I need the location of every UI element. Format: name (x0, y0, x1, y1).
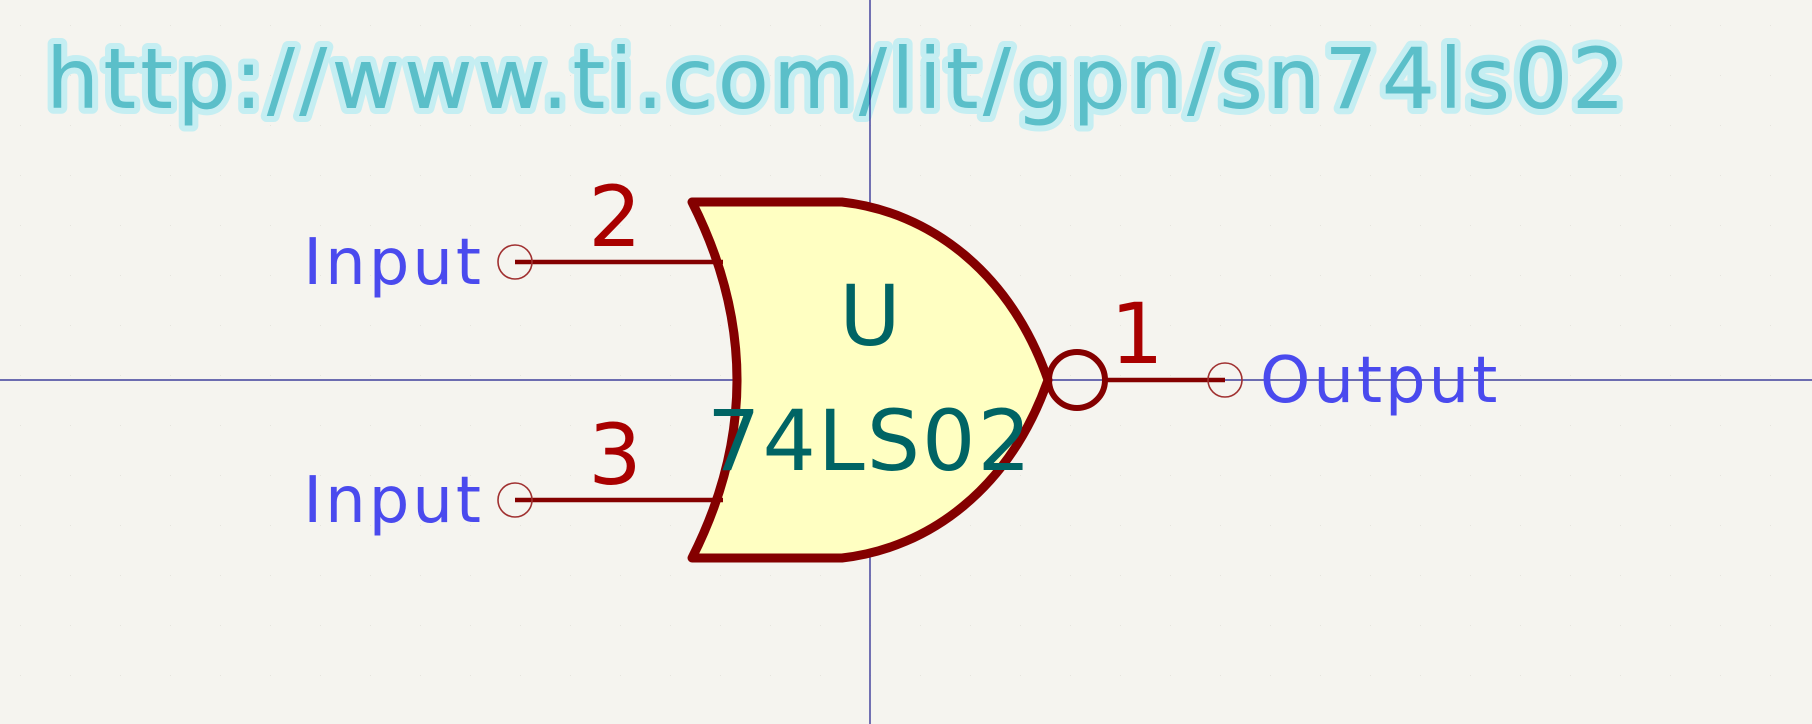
pin-3-number: 3 (588, 406, 641, 504)
symbol-value[interactable]: 74LS02 (707, 392, 1033, 490)
pin-3-endpoint[interactable] (497, 482, 533, 518)
pin-3-name: Input (303, 464, 484, 538)
pin-2-endpoint[interactable] (497, 244, 533, 280)
symbol-reference[interactable]: U (839, 267, 900, 365)
gate-body[interactable] (687, 197, 1053, 563)
datasheet-url-halo: http://www.ti.com/lit/gpn/sn74ls02 (46, 30, 1629, 128)
pin-1-name: Output (1260, 344, 1500, 418)
pin-1-endpoint[interactable] (1207, 362, 1243, 398)
pin-2-number: 2 (588, 168, 641, 266)
pin-1-number: 1 (1110, 285, 1163, 383)
pin-2-name: Input (303, 226, 484, 300)
datasheet-url[interactable]: http://www.ti.com/lit/gpn/sn74ls02 (46, 30, 1629, 128)
